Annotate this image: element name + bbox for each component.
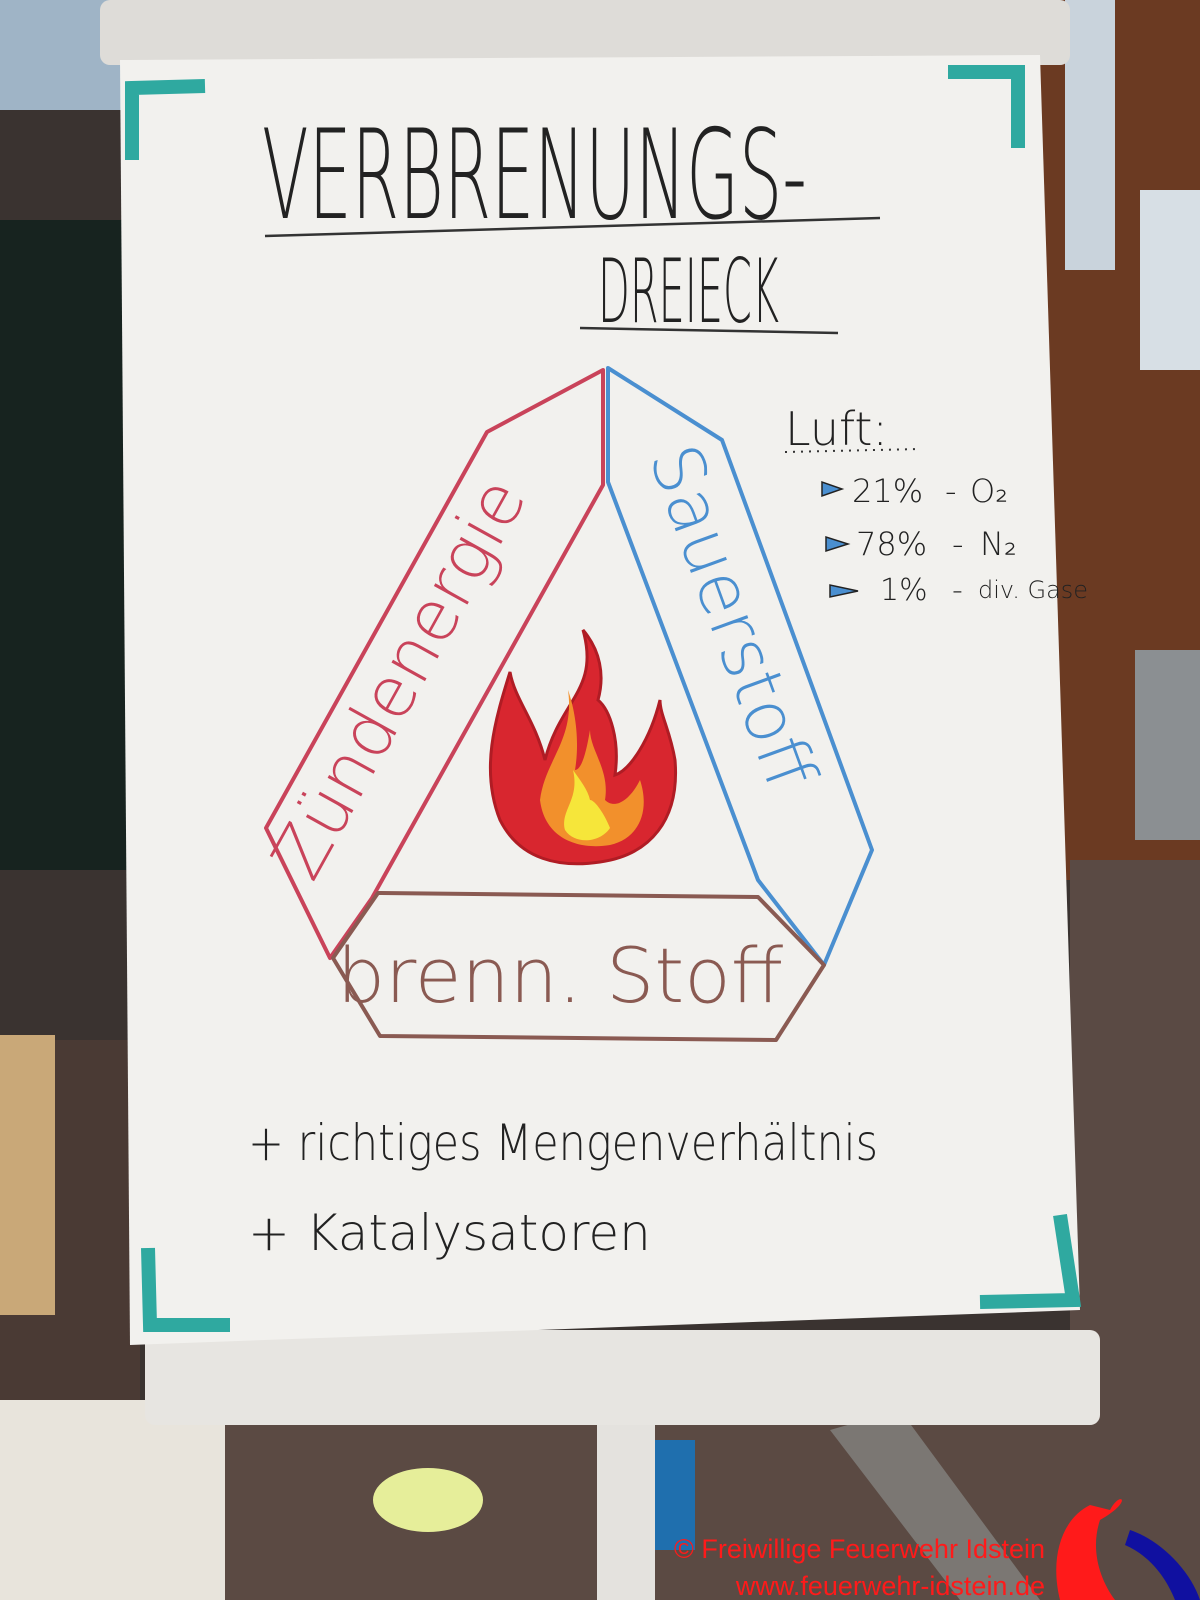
floor-right xyxy=(1070,860,1200,1600)
air-item-value: 21% xyxy=(852,472,923,510)
title-underline-2 xyxy=(579,326,839,335)
easel-pole xyxy=(597,1420,655,1600)
tape-corners xyxy=(125,65,1082,1332)
title-line1: VERBRENUNGS- xyxy=(262,103,807,248)
triangle-side-zuendenergie xyxy=(264,368,605,960)
cardboard xyxy=(0,1035,55,1315)
watermark: © Freiwillige Feuerwehr Idstein www.feue… xyxy=(674,1499,1200,1600)
title-line2: DREIECK xyxy=(598,241,779,343)
window-pane xyxy=(1135,650,1200,840)
air-item-label: N₂ xyxy=(980,525,1017,563)
air-item-dash: - xyxy=(945,472,957,510)
box xyxy=(0,1400,225,1600)
fire-department-logo-red xyxy=(1056,1499,1122,1600)
air-composition: Luft: 21% - O₂ 78% - N₂ 1% - div. Gase xyxy=(784,402,1088,608)
bullet-icon xyxy=(821,480,845,498)
air-item-label: div. Gase xyxy=(978,576,1088,604)
easel-bottom-tray xyxy=(145,1330,1100,1425)
watermark-url: www.feuerwehr-idstein.de xyxy=(735,1571,1045,1600)
flame-icon xyxy=(488,629,678,866)
watermark-copyright: © Freiwillige Feuerwehr Idstein xyxy=(674,1534,1045,1564)
triangle-side-brennstoff xyxy=(331,891,826,1042)
note-catalysts: + Katalysatoren xyxy=(248,1204,651,1262)
floor-drain xyxy=(830,1410,1040,1600)
bullet-icon xyxy=(829,584,859,598)
window-pane xyxy=(1065,0,1115,270)
label-brennstoff: brenn. Stoff xyxy=(337,931,784,1020)
air-item-label: O₂ xyxy=(970,472,1008,510)
air-item-dash: - xyxy=(952,525,964,563)
yellow-bowl xyxy=(373,1468,483,1532)
easel-top xyxy=(100,0,1070,65)
air-item-value: 1% xyxy=(880,573,928,608)
vehicle-dark xyxy=(0,220,130,870)
air-item-value: 78% xyxy=(856,525,927,563)
air-item-dash: - xyxy=(952,573,963,608)
air-heading-underline xyxy=(784,448,921,453)
note-ratio: + richtiges Mengenverhältnis xyxy=(248,1114,878,1172)
air-heading: Luft: xyxy=(785,402,888,456)
title-underline xyxy=(264,216,881,238)
bullet-icon xyxy=(825,535,851,553)
blue-bottle xyxy=(655,1440,695,1550)
fire-department-logo-blue xyxy=(1125,1530,1200,1600)
window-pane xyxy=(1140,190,1200,370)
